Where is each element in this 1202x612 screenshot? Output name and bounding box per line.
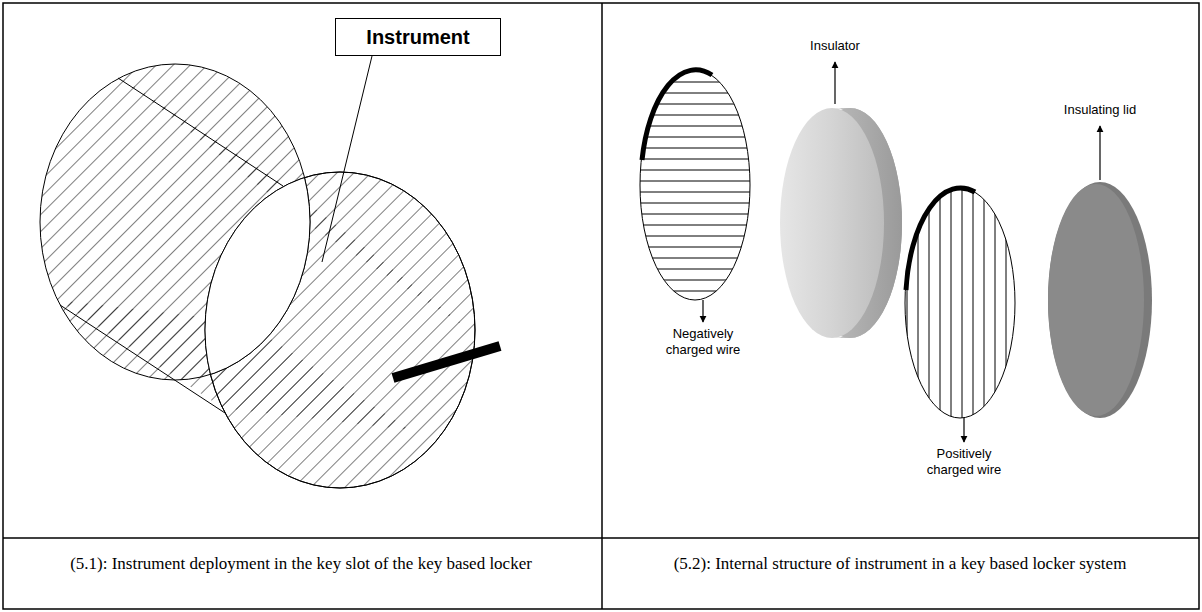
- label-box: Instrument: [335, 18, 501, 56]
- part-label: Positively charged wire: [918, 446, 1010, 477]
- box-label: Instrument: [366, 26, 469, 49]
- part-label: Negatively charged wire: [657, 326, 749, 357]
- part-label: Insulator: [775, 38, 895, 54]
- figure-caption: (5.2): Internal structure of instrument …: [640, 553, 1160, 574]
- figure-caption: (5.1): Instrument deployment in the key …: [40, 553, 562, 574]
- part-label: Insulating lid: [1040, 102, 1160, 118]
